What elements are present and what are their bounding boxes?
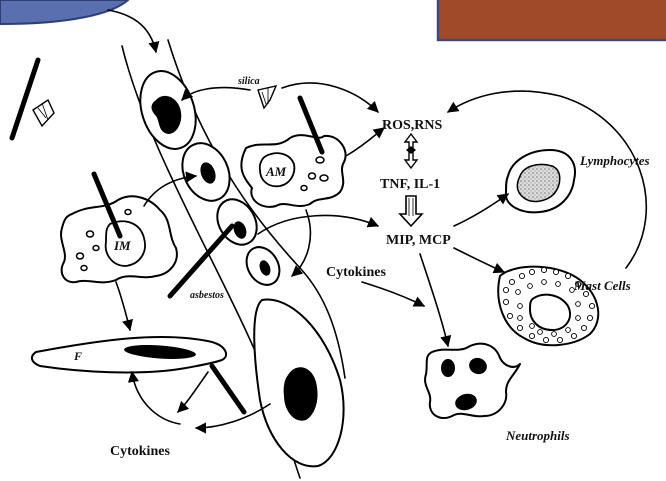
- fibroblast: [32, 337, 226, 373]
- arrow-im-to-fibroblast: [116, 282, 130, 330]
- silica-crystal-left: [33, 100, 54, 126]
- arrow-mip-to-neutrophils: [420, 254, 448, 346]
- top-right-banner: [438, 0, 666, 40]
- arrow-silica-to-ros: [282, 83, 378, 112]
- arrow-epithelium-to-mip: [258, 216, 378, 234]
- arrow-am-to-ros: [346, 128, 384, 156]
- arrow-am-to-cytokines: [292, 210, 310, 276]
- label-mast-cells: Mast Cells: [573, 278, 631, 293]
- label-f: F: [73, 349, 82, 363]
- arrow-top-to-epithelium: [108, 10, 156, 52]
- hollow-arrow-tnf-mip: [400, 196, 422, 226]
- label-asbestos: asbestos: [190, 290, 224, 301]
- asbestos-fiber-free: [12, 60, 38, 138]
- label-neutrophils: Neutrophils: [505, 428, 570, 443]
- asbestos-fiber-fibroblast: [212, 366, 244, 412]
- label-ros-rns: ROS,RNS: [382, 118, 443, 133]
- label-mip-mcp: MIP, MCP: [386, 233, 451, 248]
- top-left-banner: [0, 0, 128, 24]
- neutrophil-cell: [425, 344, 520, 418]
- silica-crystal-top: [258, 86, 276, 108]
- arrow-cytokines-to-fibroblast: [132, 372, 180, 424]
- asbestos-fiber-wall: [170, 226, 232, 296]
- label-tnf-il1: TNF, IL-1: [380, 177, 440, 192]
- label-cytokines-bottom: Cytokines: [110, 444, 170, 459]
- arrow-fibroblast-to-cytokines: [178, 372, 208, 412]
- arrow-cytokines-to-neutrophils: [362, 282, 424, 306]
- double-arrow-ros-tnf: [405, 134, 417, 168]
- alveolar-macrophage: [241, 135, 345, 207]
- label-im: IM: [113, 238, 131, 253]
- lymphocyte-cell: [506, 150, 575, 212]
- epithelial-cell-4: [240, 241, 286, 291]
- label-cytokines-mid: Cytokines: [326, 265, 386, 280]
- epithelial-cell-1: [131, 64, 205, 156]
- arrow-epithelium-to-cytokines-bottom: [196, 404, 270, 428]
- label-silica: silica: [237, 76, 260, 87]
- label-lymphocytes: Lymphocytes: [579, 153, 650, 168]
- arrow-mip-to-mastcells: [454, 248, 504, 272]
- epithelial-cell-large: [254, 300, 343, 467]
- label-am: AM: [265, 164, 287, 179]
- arrow-mip-to-lymphocytes: [454, 194, 508, 226]
